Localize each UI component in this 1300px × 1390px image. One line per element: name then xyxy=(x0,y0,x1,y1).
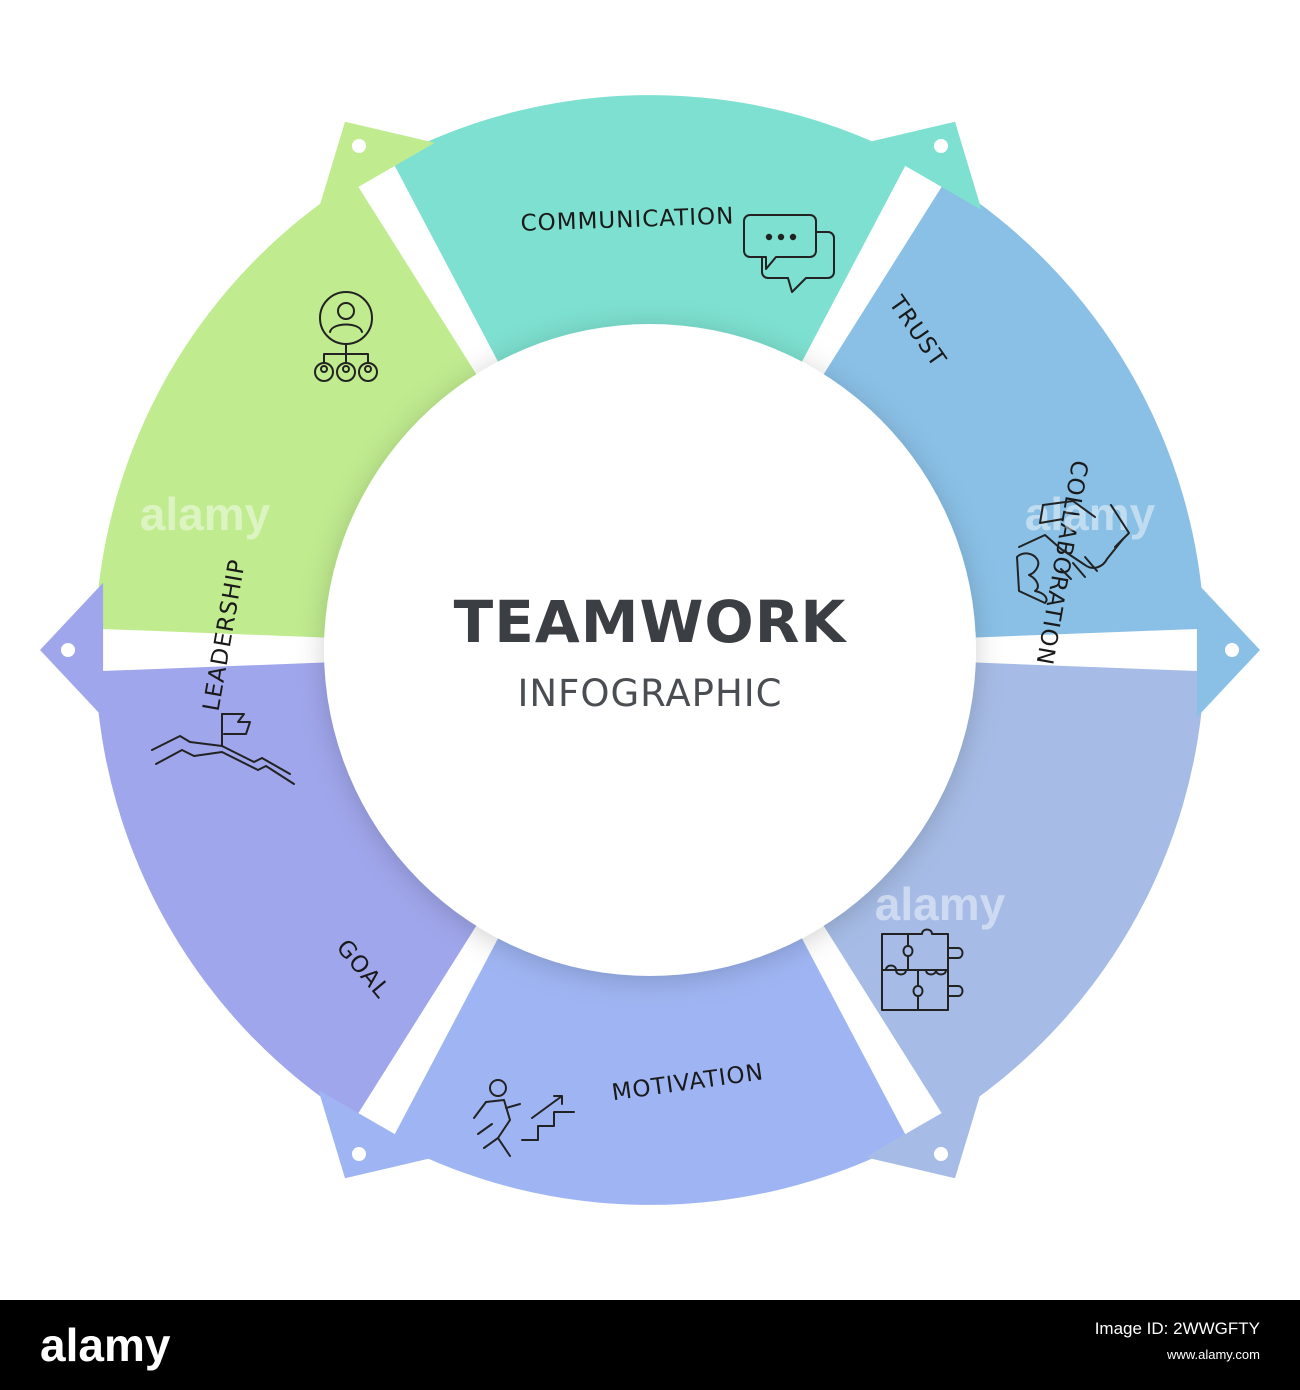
segment-trust xyxy=(820,180,1205,638)
pointer-tab xyxy=(865,1090,982,1179)
image-id: Image ID: 2WWGFTY xyxy=(1094,1319,1260,1338)
notch-dot xyxy=(934,139,948,153)
pointer-tab xyxy=(865,121,982,210)
speech-bubbles-icon xyxy=(743,214,835,293)
title: TEAMWORK xyxy=(454,588,848,656)
segment-goal xyxy=(95,662,480,1120)
handshake-icon xyxy=(1016,500,1130,604)
notch-dot xyxy=(61,643,75,657)
segment-communication xyxy=(391,95,909,367)
footer-meta: Image ID: 2WWGFTY www.alamy.com xyxy=(1095,1316,1260,1368)
segment-motivation xyxy=(391,933,909,1205)
mountain-flag-icon xyxy=(151,713,295,785)
center-circle xyxy=(324,324,976,976)
puzzle-icon xyxy=(881,928,964,1011)
notch-dot xyxy=(934,1147,948,1161)
footer-logo: alamy xyxy=(40,1319,171,1371)
watermark: alamy xyxy=(875,878,1006,930)
segment-collaboration xyxy=(820,662,1205,1120)
site-url: www.alamy.com xyxy=(1167,1347,1260,1362)
notch-dot xyxy=(352,139,366,153)
pointer-tab xyxy=(318,121,435,210)
watermark: alamy xyxy=(585,598,716,650)
org-chart-icon xyxy=(314,291,378,382)
footer-bar: alamy Image ID: 2WWGFTY www.alamy.com xyxy=(0,1300,1300,1390)
subtitle: INFOGRAPHIC xyxy=(517,672,782,715)
segment-leadership xyxy=(95,180,480,638)
climbing-stairs-icon xyxy=(473,1079,575,1157)
teamwork-wheel: COMMUNICATIONTRUSTCOLLABORATIONMOTIVATIO… xyxy=(40,95,1260,1205)
watermark: alamy xyxy=(140,488,271,540)
notch-dots xyxy=(61,139,1239,1161)
notch-dot xyxy=(1225,643,1239,657)
pointer-tab xyxy=(318,1090,435,1179)
notch-dot xyxy=(352,1147,366,1161)
